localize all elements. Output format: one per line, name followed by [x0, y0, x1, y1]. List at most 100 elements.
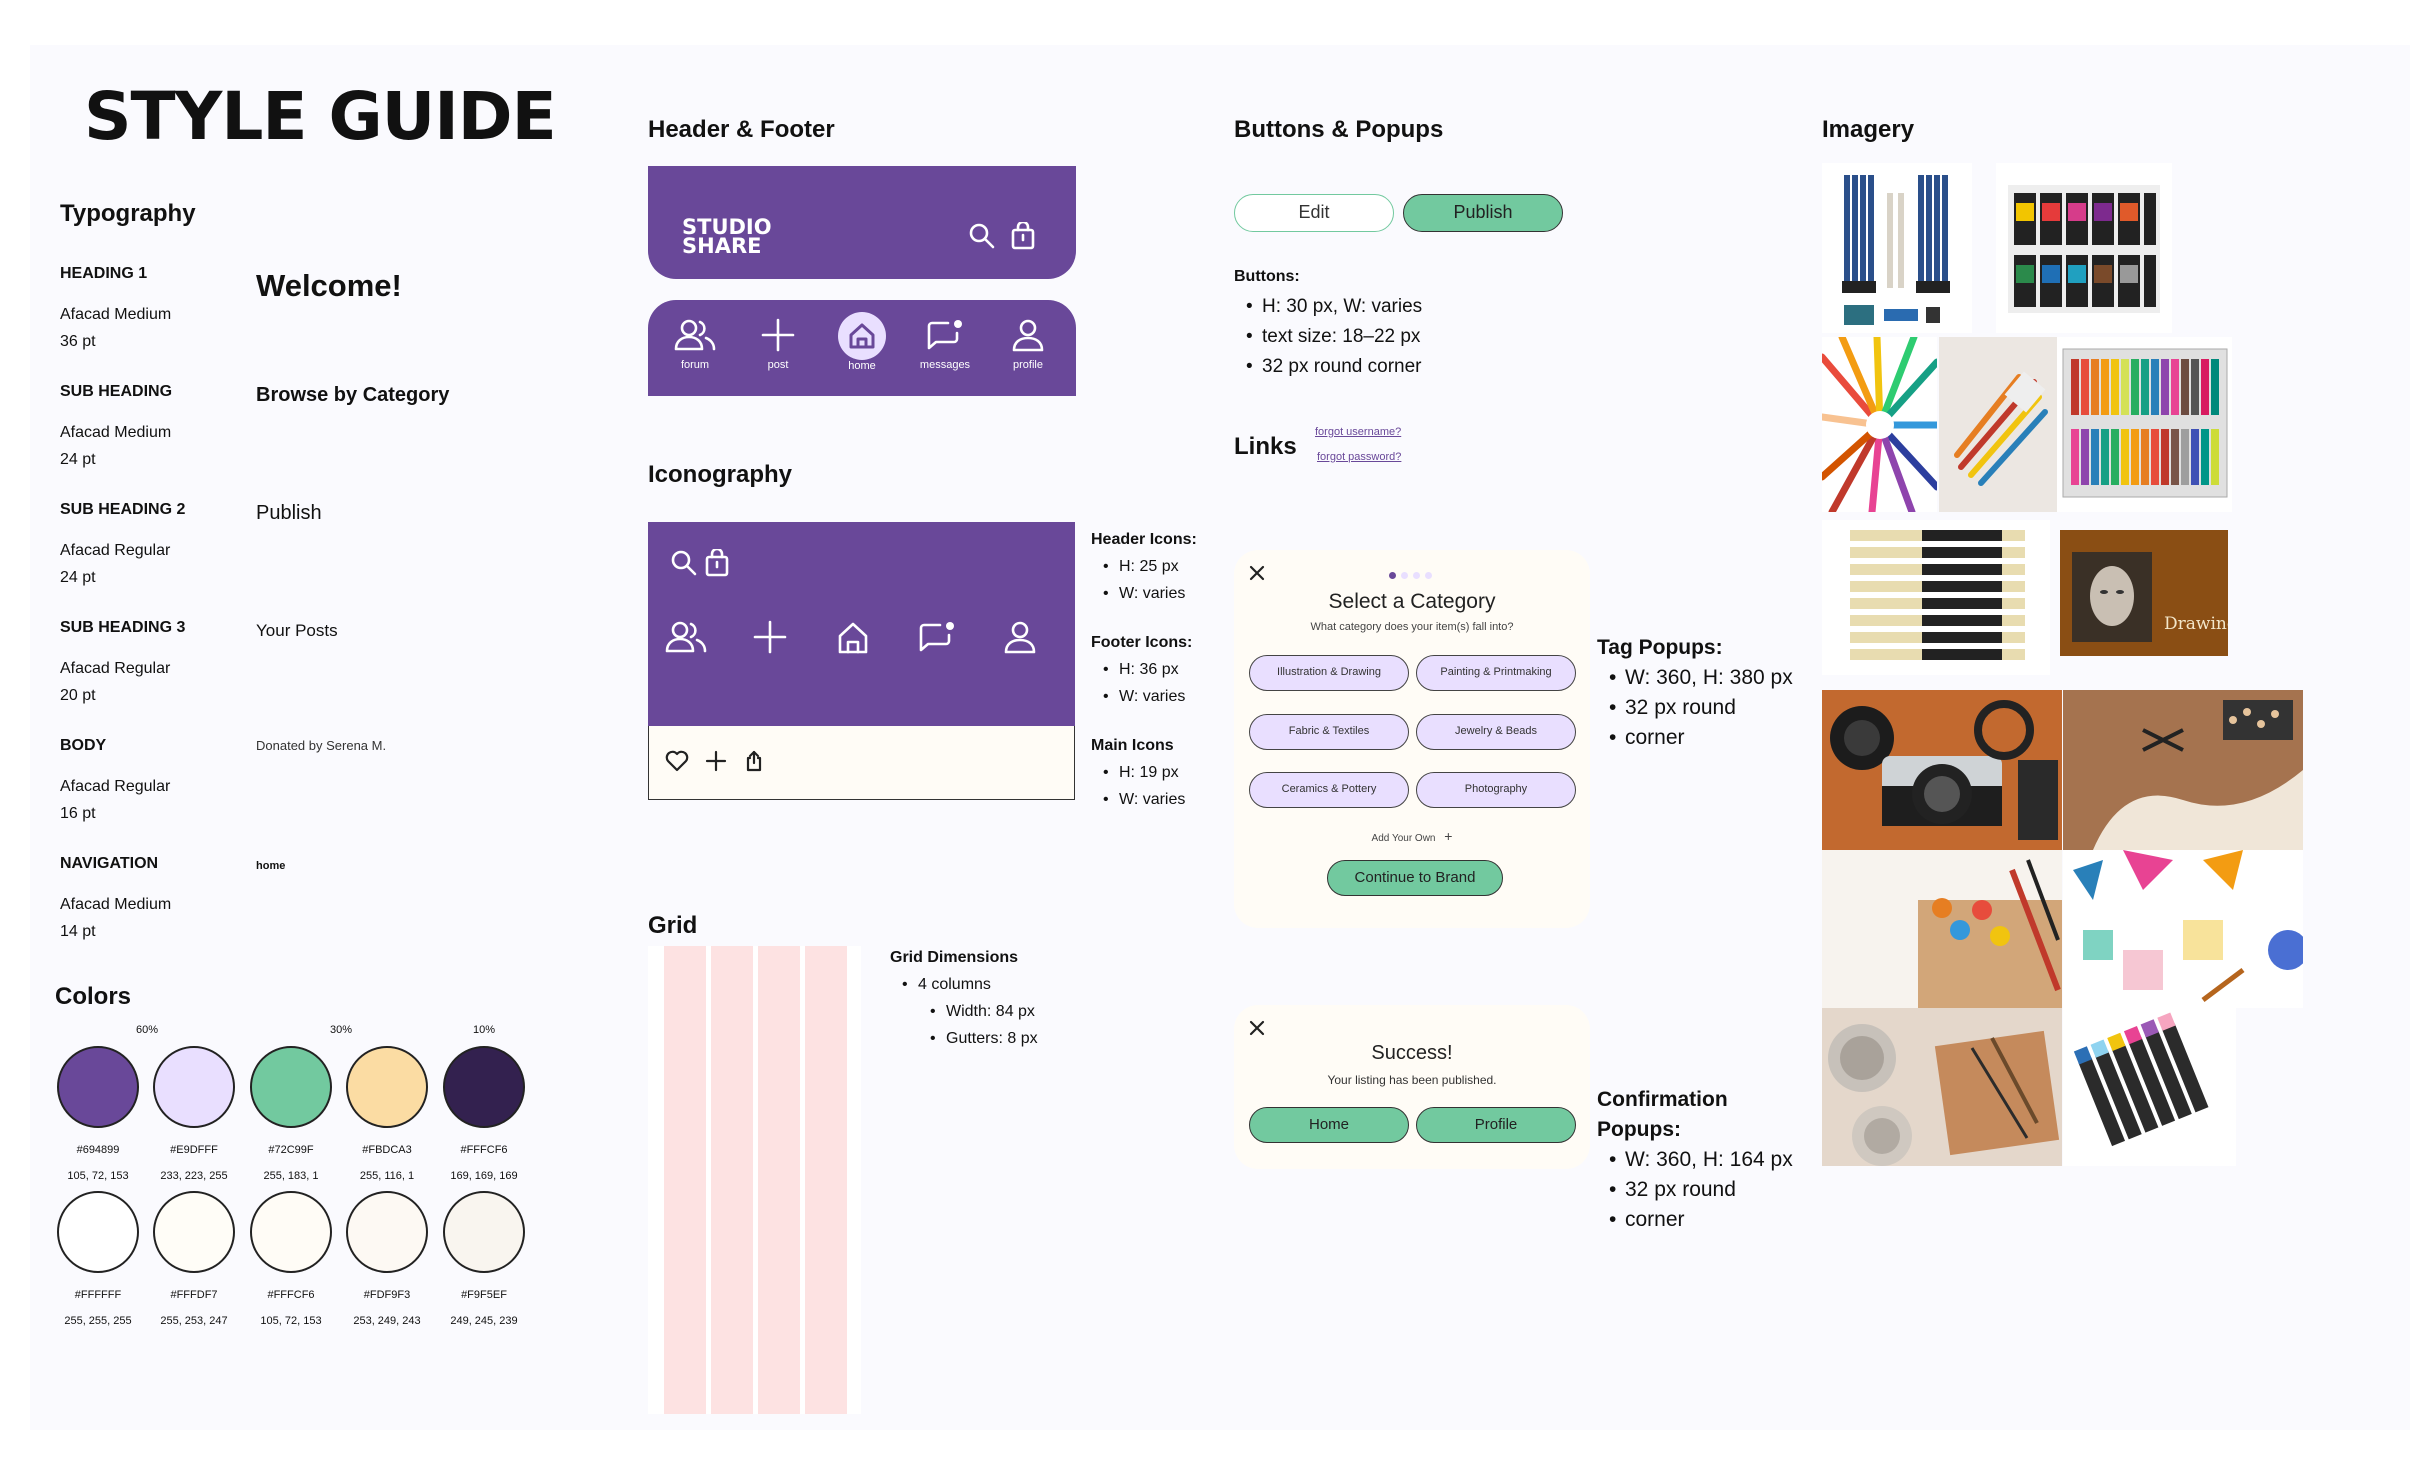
home-button[interactable]: Home	[1249, 1107, 1409, 1143]
type-font: Afacad Medium	[60, 896, 172, 913]
continue-button[interactable]: Continue to Brand	[1327, 860, 1503, 896]
color-rgb: 255, 255, 255	[64, 1315, 132, 1327]
type-label: SUB HEADING 3	[60, 619, 186, 636]
type-size: 24 pt	[60, 451, 96, 468]
spec-list: H: 30 px, W: varies text size: 18–22 px …	[1234, 292, 1422, 382]
type-size: 36 pt	[60, 333, 96, 350]
home-highlight	[838, 312, 886, 360]
spec-list: 4 columns	[890, 971, 1038, 998]
type-size: 14 pt	[60, 923, 96, 940]
type-sample: Your Posts	[256, 621, 338, 640]
step-dots	[1389, 572, 1449, 580]
confirmation-popup-spec: Confirmation Popups: W: 360, H: 164 px 3…	[1597, 1085, 1793, 1235]
type-label: HEADING 1	[60, 265, 148, 282]
spec-title: Grid Dimensions	[890, 949, 1019, 966]
portrait-sketch	[2072, 552, 2152, 642]
iconography-heading: Iconography	[648, 461, 793, 488]
grid-preview	[648, 946, 861, 1414]
category-chip[interactable]: Painting & Printmaking	[1416, 655, 1576, 691]
plus-icon	[748, 618, 792, 663]
forgot-username-link[interactable]: forgot username?	[1315, 426, 1402, 438]
publish-button[interactable]: Publish	[1403, 194, 1563, 232]
header-footer-heading: Header & Footer	[648, 116, 835, 143]
sewing-supplies-photo	[2063, 690, 2303, 850]
color-swatch	[346, 1191, 428, 1273]
typography-heading: Typography	[60, 200, 196, 227]
type-sample: Donated by Serena M.	[256, 738, 387, 753]
profile-button[interactable]: Profile	[1416, 1107, 1576, 1143]
plus-icon: +	[1444, 828, 1453, 844]
nav-profile[interactable]: profile	[993, 316, 1063, 371]
type-sample: home	[256, 860, 286, 872]
page-title: STYLE GUIDE	[84, 78, 557, 155]
step-dot	[1413, 572, 1420, 579]
colors-heading: Colors	[55, 983, 132, 1010]
nav-post[interactable]: post	[743, 316, 813, 371]
color-rgb: 233, 223, 255	[160, 1170, 228, 1182]
grid-spec: Grid Dimensions 4 columns Width: 84 px G…	[890, 944, 1038, 1052]
category-chip[interactable]: Ceramics & Pottery	[1249, 772, 1409, 808]
type-font: Afacad Regular	[60, 778, 171, 795]
imagery-heading: Imagery	[1822, 116, 1915, 143]
nav-label: post	[767, 359, 789, 371]
color-hex: #FBDCA3	[362, 1144, 412, 1156]
color-rgb: 169, 169, 169	[450, 1170, 518, 1182]
profile-icon	[998, 618, 1042, 663]
add-your-own[interactable]: Add Your Own +	[1234, 828, 1590, 844]
nav-forum[interactable]: forum	[660, 316, 730, 371]
plus-icon	[705, 750, 727, 777]
confirmation-popup: Success! Your listing has been published…	[1234, 1005, 1590, 1169]
search-icon[interactable]	[968, 222, 996, 255]
add-your-own-label: Add Your Own	[1371, 833, 1436, 844]
brand-line: SHARE	[682, 234, 762, 258]
spec-item: H: 19 px	[1091, 759, 1185, 786]
category-chip[interactable]: Jewelry & Beads	[1416, 714, 1576, 750]
micron-pens-photo	[1822, 520, 2050, 675]
nav-label: profile	[1013, 359, 1043, 371]
links-heading: Links	[1234, 433, 1297, 460]
heart-icon	[665, 750, 689, 777]
shopping-bag-icon[interactable]	[1010, 220, 1036, 255]
category-chip[interactable]: Photography	[1416, 772, 1576, 808]
color-rgb: 255, 116, 1	[359, 1170, 415, 1182]
spec-item: 32 px round	[1597, 1175, 1793, 1205]
type-size: 20 pt	[60, 687, 96, 704]
spec-title: Main Icons	[1091, 737, 1174, 754]
popup-subtitle: Your listing has been published.	[1327, 1073, 1497, 1087]
camera-photo	[1822, 690, 2062, 850]
category-chip[interactable]: Illustration & Drawing	[1249, 655, 1409, 691]
type-label: NAVIGATION	[60, 855, 159, 872]
spec-list: W: 360, H: 380 px 32 px round corner	[1597, 663, 1793, 753]
color-swatch	[346, 1046, 428, 1128]
popup-title: Select a Category	[1328, 590, 1496, 613]
ratio-label: 30%	[330, 1024, 353, 1036]
step-dot	[1389, 572, 1396, 579]
edit-button[interactable]: Edit	[1234, 194, 1394, 232]
header-mockup: STUDIO SHARE	[648, 166, 1076, 279]
share-icon	[743, 750, 765, 777]
nav-home[interactable]: home	[827, 312, 897, 372]
spec-item: W: 360, H: 164 px	[1597, 1145, 1793, 1175]
search-icon	[670, 549, 698, 582]
color-swatch	[57, 1191, 139, 1273]
spec-item-continued: corner	[1597, 1205, 1793, 1235]
color-swatch	[153, 1046, 235, 1128]
type-sample: Browse by Category	[256, 384, 450, 406]
category-chip[interactable]: Fabric & Textiles	[1249, 714, 1409, 750]
spec-list: H: 36 px W: varies	[1091, 656, 1192, 710]
tag-popup: Select a Category What category does you…	[1234, 550, 1590, 928]
nav-messages[interactable]: messages	[910, 316, 980, 371]
header-icons-spec: Header Icons: H: 25 px W: varies	[1091, 526, 1197, 607]
color-swatch	[57, 1046, 139, 1128]
close-icon[interactable]	[1248, 1019, 1266, 1042]
home-icon	[849, 323, 875, 349]
pencils-photo	[1822, 163, 1972, 333]
color-hex: #72C99F	[268, 1144, 314, 1156]
color-hex: #694899	[76, 1144, 120, 1156]
forgot-password-link[interactable]: forgot password?	[1317, 451, 1402, 463]
home-icon	[831, 618, 875, 663]
close-icon[interactable]	[1248, 564, 1266, 587]
grid-heading: Grid	[648, 912, 698, 939]
color-swatch	[250, 1191, 332, 1273]
type-sample: Publish	[256, 502, 322, 524]
